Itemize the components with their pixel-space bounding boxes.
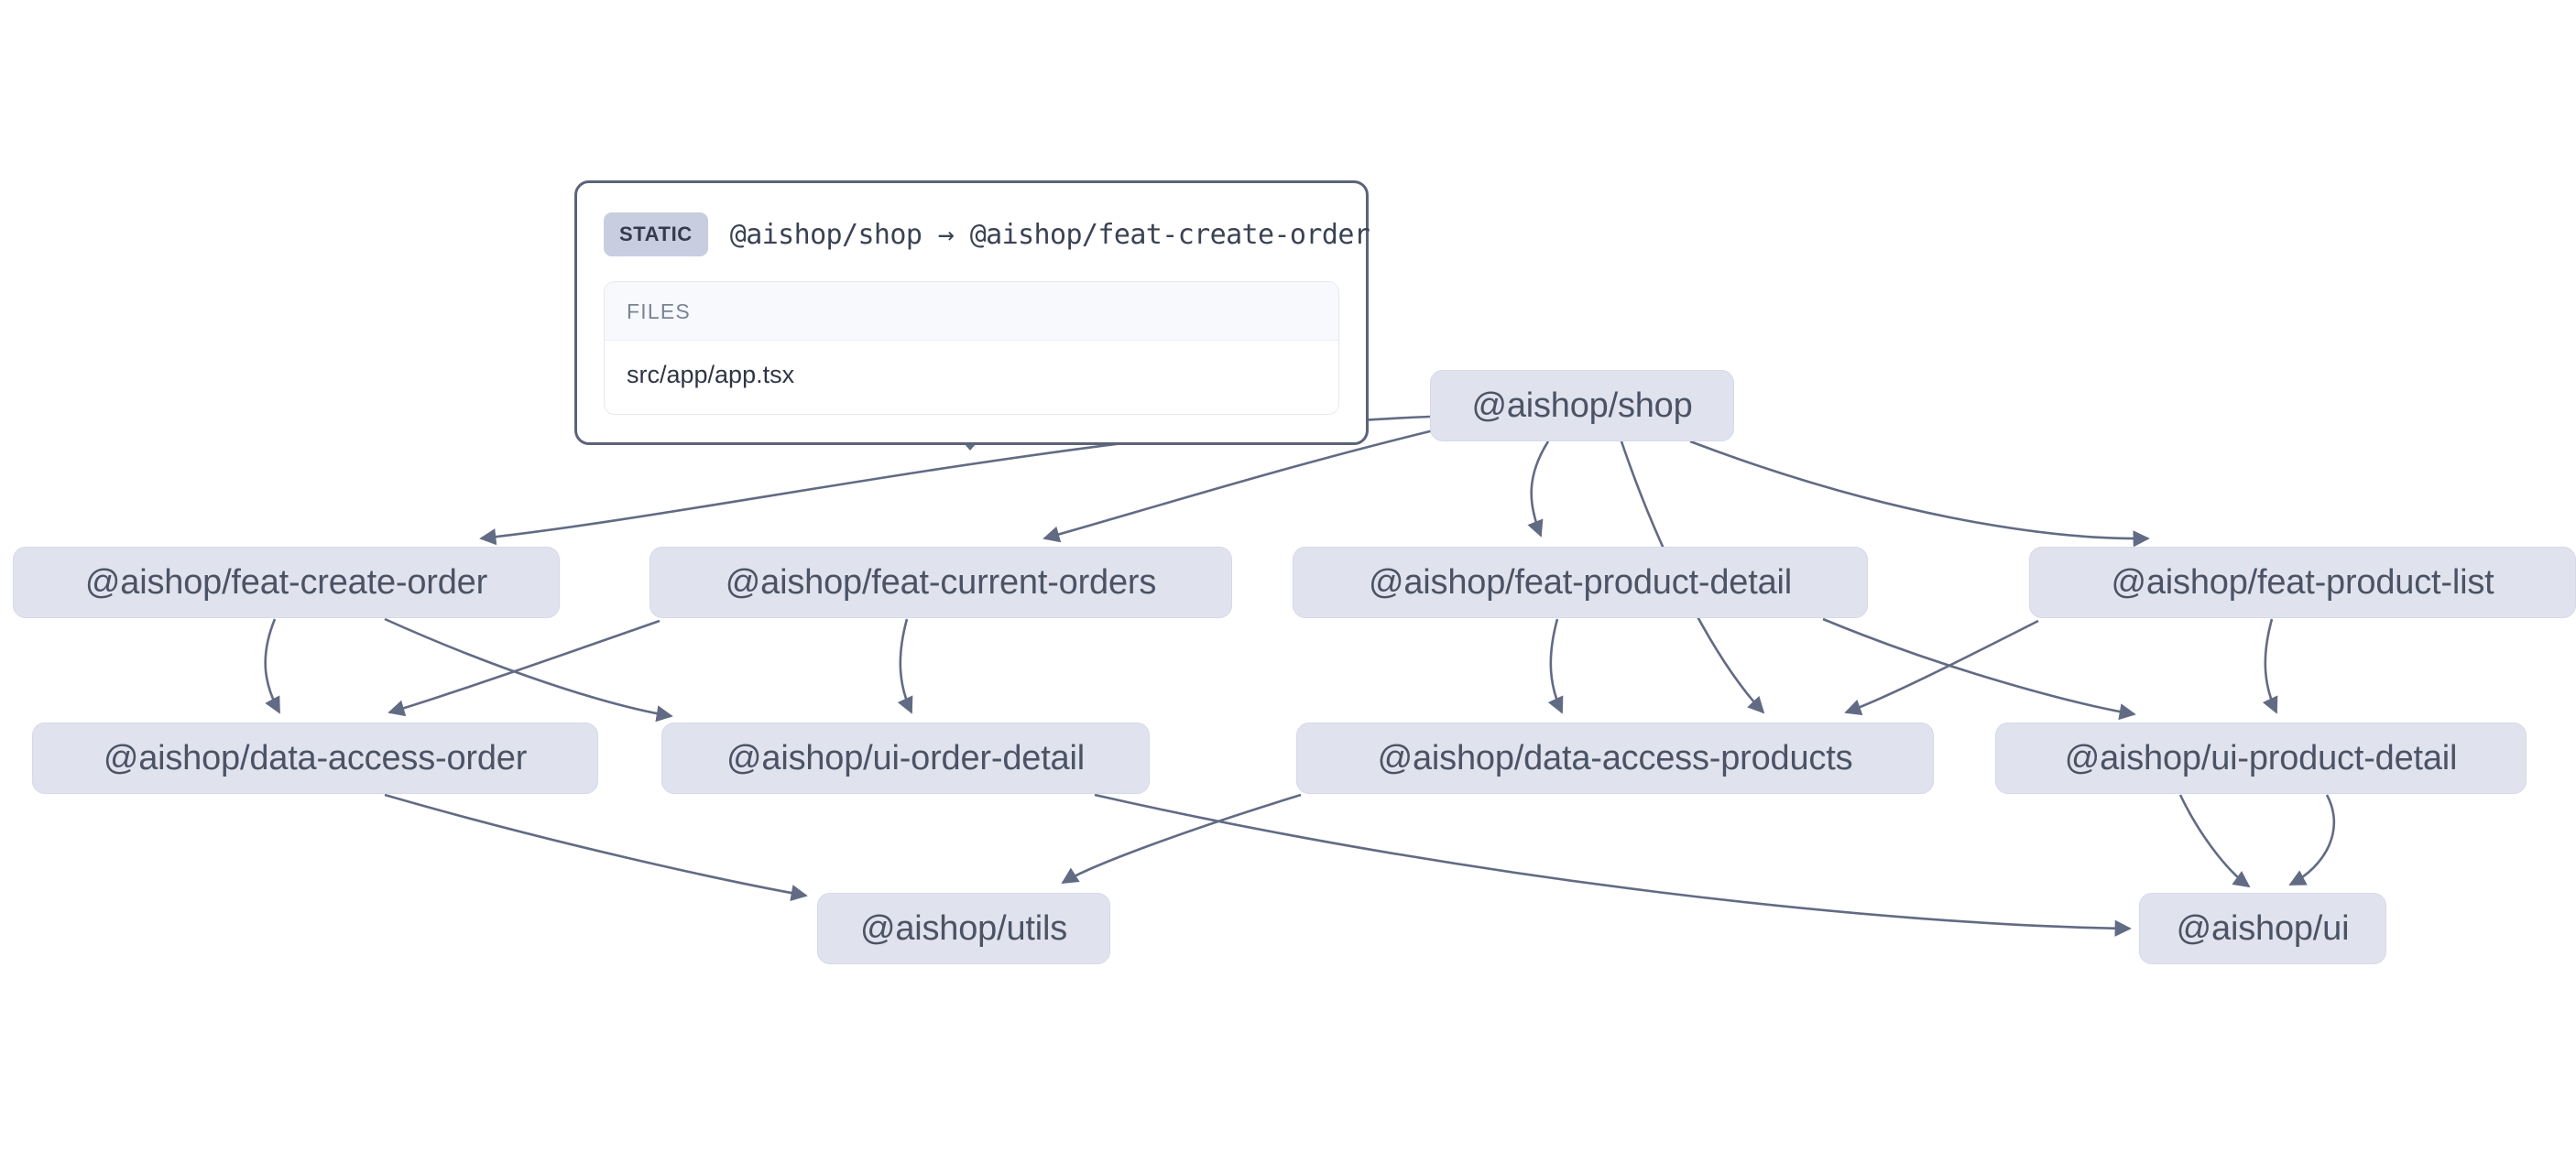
graph-node-ui-order-detail[interactable]: @aishop/ui-order-detail [661,723,1150,794]
graph-node-feat-product-detail[interactable]: @aishop/feat-product-detail [1293,547,1868,618]
graph-node-label: @aishop/ui [2176,909,2350,948]
edge-ui-product-detail-to-ui [2178,794,2251,888]
edge-feat-create-order-to-data-access-order [264,618,281,714]
graph-node-label: @aishop/utils [859,909,1068,948]
edge-feat-product-detail-to-data-access-products [1547,618,1564,714]
graph-node-shop[interactable]: @aishop/shop [1430,370,1734,441]
graph-node-label: @aishop/data-access-products [1377,739,1853,777]
edge-data-access-products-to-utils [1061,793,1302,885]
graph-node-ui[interactable]: @aishop/ui [2139,893,2386,964]
edge-feat-current-orders-to-ui-order-detail [897,618,913,714]
files-panel: FILES src/app/app.tsx [604,281,1339,415]
edge-feat-product-list-to-data-access-products [1844,619,2039,716]
edge-type-badge: STATIC [604,212,708,256]
graph-node-label: @aishop/feat-current-orders [725,563,1157,602]
edge-feat-current-orders-to-data-access-order [387,619,660,717]
edge-feat-product-detail-to-ui-product-detail [1822,617,2136,721]
edge-detail-card[interactable]: STATIC @aishop/shop → @aishop/feat-creat… [574,180,1370,445]
edge-detail-title: @aishop/shop → @aishop/feat-create-order [729,218,1370,251]
graph-node-feat-create-order[interactable]: @aishop/feat-create-order [13,547,560,618]
graph-node-data-access-order[interactable]: @aishop/data-access-order [32,723,598,794]
graph-node-ui-product-detail[interactable]: @aishop/ui-product-detail [1995,723,2527,794]
edge-shop-to-feat-current-orders [1042,429,1435,543]
edge-ui-product-detail-to-ui-alt [2288,794,2336,886]
edge-data-access-order-to-utils [384,793,808,902]
graph-node-label: @aishop/feat-product-detail [1369,563,1792,602]
graph-node-label: @aishop/ui-order-detail [726,739,1085,777]
graph-node-label: @aishop/shop [1471,386,1693,425]
graph-node-label: @aishop/data-access-order [103,739,528,777]
edge-feat-product-list-to-ui-product-detail [2262,618,2278,714]
graph-node-feat-product-list[interactable]: @aishop/feat-product-list [2029,547,2576,618]
file-list-item[interactable]: src/app/app.tsx [605,341,1338,414]
edge-ui-order-detail-to-ui [1094,793,2132,937]
files-panel-header: FILES [605,282,1338,341]
edge-paths [264,415,2336,937]
edge-detail-header: STATIC @aishop/shop → @aishop/feat-creat… [604,207,1370,256]
graph-node-label: @aishop/feat-product-list [2111,563,2494,602]
edge-shop-to-feat-product-detail [1527,440,1550,538]
graph-node-label: @aishop/feat-create-order [84,563,488,602]
graph-node-label: @aishop/ui-product-detail [2064,739,2458,777]
graph-node-feat-current-orders[interactable]: @aishop/feat-current-orders [649,547,1232,618]
edge-feat-create-order-to-ui-order-detail [384,617,673,723]
graph-node-data-access-products[interactable]: @aishop/data-access-products [1296,723,1934,794]
graph-node-utils[interactable]: @aishop/utils [817,893,1110,964]
edge-shop-to-feat-product-list [1689,440,2150,548]
